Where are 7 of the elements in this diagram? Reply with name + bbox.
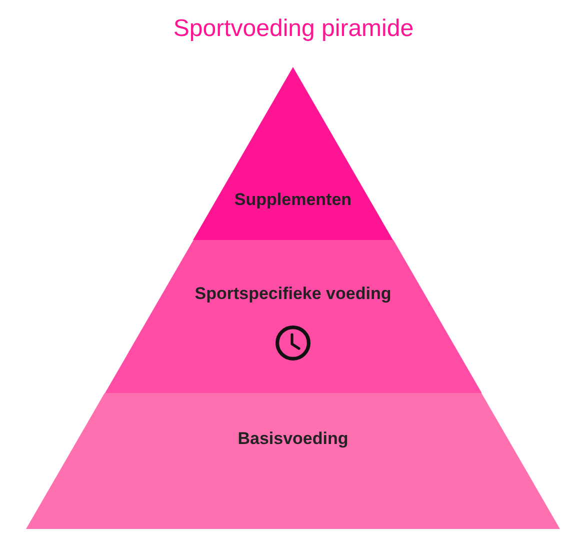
tier-label: Sportspecifieke voeding <box>194 283 392 305</box>
tier-label: Basisvoeding <box>238 428 348 450</box>
pyramid-tier <box>26 393 560 529</box>
tier-label: Supplementen <box>234 189 352 211</box>
diagram-title: Sportvoeding piramide <box>172 14 415 44</box>
pyramid-tier <box>104 240 482 393</box>
pyramid-tier <box>193 67 393 240</box>
